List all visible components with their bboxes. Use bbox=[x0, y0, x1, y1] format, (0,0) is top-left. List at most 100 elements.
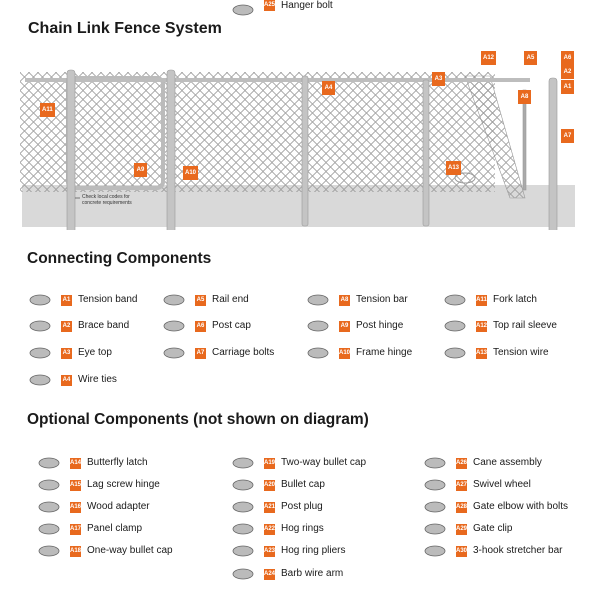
item-label: Wood adapter bbox=[87, 501, 150, 512]
callout-a5: A5 bbox=[524, 51, 537, 65]
cane-assembly-icon bbox=[422, 453, 448, 471]
item-label: Tension band bbox=[78, 294, 138, 305]
item-code-badge: A14 bbox=[70, 458, 81, 469]
item-label: Post hinge bbox=[356, 320, 404, 331]
wood-adapter-icon bbox=[36, 497, 62, 515]
brace-band-icon bbox=[27, 316, 53, 334]
item-label: Eye top bbox=[78, 347, 112, 358]
item-label: One-way bullet cap bbox=[87, 545, 173, 556]
item-code-badge: A16 bbox=[70, 502, 81, 513]
item-code-badge: A2 bbox=[61, 321, 72, 332]
hanger-bolt-icon bbox=[230, 0, 256, 18]
gate-elbow-with-bolts-icon bbox=[422, 497, 448, 515]
callout-a8: A8 bbox=[518, 90, 531, 104]
item-label: Post plug bbox=[281, 501, 323, 512]
posts bbox=[66, 69, 558, 230]
item-code-badge: A6 bbox=[195, 321, 206, 332]
callout-a10: A10 bbox=[183, 166, 199, 180]
item-code-badge: A28 bbox=[456, 502, 467, 513]
hog-ring-pliers-icon bbox=[230, 541, 256, 559]
3-hook-stretcher-bar-icon bbox=[422, 541, 448, 559]
gate-clip-icon bbox=[422, 519, 448, 537]
concrete-note: Check local codes for concrete requireme… bbox=[82, 194, 132, 206]
tension-wire-icon bbox=[442, 343, 468, 361]
rolled-mesh bbox=[464, 75, 526, 199]
item-code-badge: A30 bbox=[456, 546, 467, 557]
item-label: Frame hinge bbox=[356, 347, 413, 358]
callout-a11: A11 bbox=[40, 103, 55, 117]
item-label: 3-hook stretcher bar bbox=[473, 545, 563, 556]
callout-a12: A12 bbox=[481, 51, 497, 65]
item-code-badge: A11 bbox=[476, 295, 487, 306]
item-code-badge: A10 bbox=[339, 348, 350, 359]
butterfly-latch-icon bbox=[36, 453, 62, 471]
item-label: Top rail sleeve bbox=[493, 320, 557, 331]
frame-hinge-icon bbox=[305, 343, 331, 361]
item-label: Panel clamp bbox=[87, 523, 143, 534]
page-title: Chain Link Fence System bbox=[28, 20, 222, 37]
fence-diagram bbox=[20, 69, 575, 230]
callout-a2: A2 bbox=[561, 65, 574, 79]
item-code-badge: A25 bbox=[264, 0, 275, 11]
two-way-bullet-cap-icon bbox=[230, 453, 256, 471]
item-label: Carriage bolts bbox=[212, 347, 275, 358]
callout-a6: A6 bbox=[561, 51, 574, 65]
item-code-badge: A15 bbox=[70, 480, 81, 491]
tension-band-icon bbox=[27, 290, 53, 308]
carriage-bolts-icon bbox=[161, 343, 187, 361]
callout-a13: A13 bbox=[446, 161, 462, 175]
item-code-badge: A3 bbox=[61, 348, 72, 359]
callout-a4: A4 bbox=[322, 81, 335, 95]
item-code-badge: A22 bbox=[264, 524, 275, 535]
item-label: Cane assembly bbox=[473, 457, 542, 468]
item-label: Tension bar bbox=[356, 294, 408, 305]
connecting-heading: Connecting Components bbox=[27, 250, 212, 267]
wire-ties-icon bbox=[27, 370, 53, 388]
item-code-badge: A7 bbox=[195, 348, 206, 359]
item-code-badge: A17 bbox=[70, 524, 81, 535]
item-code-badge: A19 bbox=[264, 458, 275, 469]
post-cap-icon bbox=[161, 316, 187, 334]
item-code-badge: A12 bbox=[476, 321, 487, 332]
item-code-badge: A18 bbox=[70, 546, 81, 557]
callout-a3: A3 bbox=[432, 72, 445, 86]
item-label: Brace band bbox=[78, 320, 130, 331]
item-code-badge: A29 bbox=[456, 524, 467, 535]
post-plug-icon bbox=[230, 497, 256, 515]
optional-heading: Optional Components (not shown on diagra… bbox=[27, 411, 369, 428]
post-hinge-icon bbox=[305, 316, 331, 334]
panel-clamp-icon bbox=[36, 519, 62, 537]
item-label: Lag screw hinge bbox=[87, 479, 160, 490]
callout-a1: A1 bbox=[561, 80, 574, 94]
item-label: Butterfly latch bbox=[87, 457, 148, 468]
item-label: Swivel wheel bbox=[473, 479, 531, 490]
item-code-badge: A23 bbox=[264, 546, 275, 557]
item-label: Hanger bolt bbox=[281, 0, 333, 11]
item-code-badge: A9 bbox=[339, 321, 350, 332]
callout-a7: A7 bbox=[561, 129, 574, 143]
top-rail bbox=[25, 78, 530, 82]
callout-a9: A9 bbox=[134, 163, 147, 177]
item-code-badge: A24 bbox=[264, 569, 275, 580]
item-label: Rail end bbox=[212, 294, 249, 305]
item-code-badge: A26 bbox=[456, 458, 467, 469]
item-code-badge: A1 bbox=[61, 295, 72, 306]
item-code-badge: A20 bbox=[264, 480, 275, 491]
item-label: Hog rings bbox=[281, 523, 324, 534]
item-label: Barb wire arm bbox=[281, 568, 344, 579]
swivel-wheel-icon bbox=[422, 475, 448, 493]
item-code-badge: A8 bbox=[339, 295, 350, 306]
fork-latch-icon bbox=[442, 290, 468, 308]
item-label: Hog ring pliers bbox=[281, 545, 346, 556]
item-label: Tension wire bbox=[493, 347, 549, 358]
barb-wire-arm-icon bbox=[230, 564, 256, 582]
rail-end-icon bbox=[161, 290, 187, 308]
top-rail-sleeve-icon bbox=[442, 316, 468, 334]
chain-link-mesh bbox=[20, 72, 495, 192]
eye-top-icon bbox=[27, 343, 53, 361]
item-label: Post cap bbox=[212, 320, 251, 331]
item-code-badge: A5 bbox=[195, 295, 206, 306]
item-code-badge: A4 bbox=[61, 375, 72, 386]
item-label: Bullet cap bbox=[281, 479, 325, 490]
